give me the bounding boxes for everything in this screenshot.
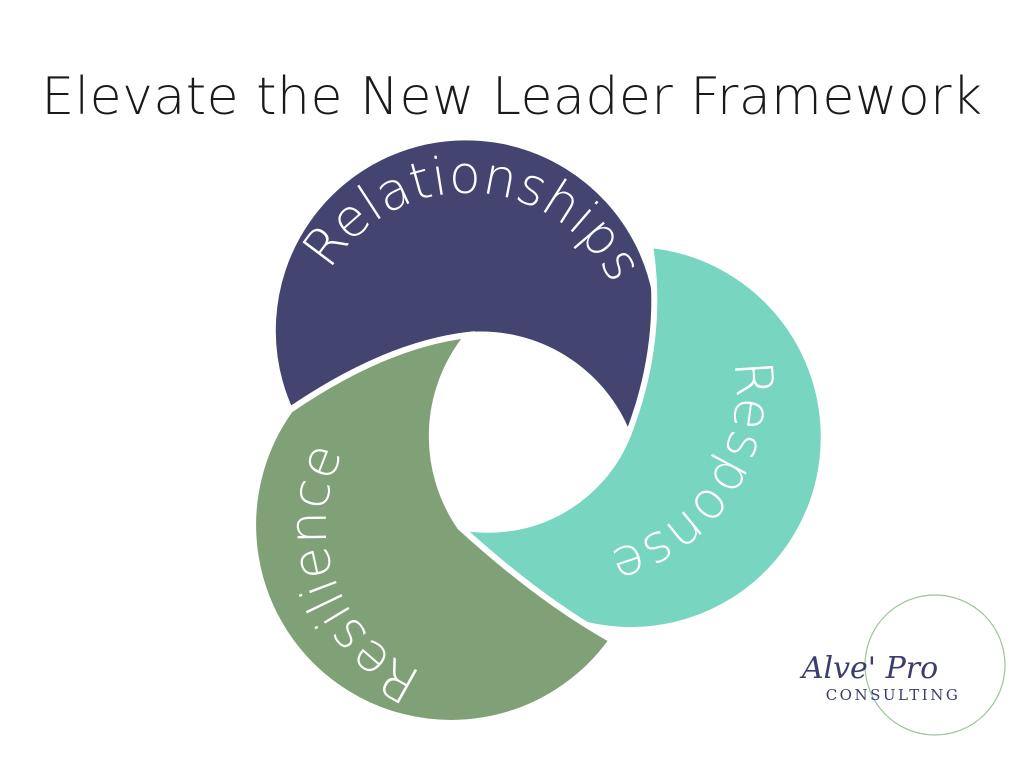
logo-subtitle: CONSULTING	[826, 686, 961, 704]
consulting-logo: Alve' Pro CONSULTING	[799, 594, 1006, 736]
resilience-segment	[250, 331, 617, 726]
relationships-segment	[269, 134, 662, 442]
logo-ring	[864, 594, 1006, 736]
logo-signature: Alve' Pro	[799, 651, 938, 686]
page-title: Elevate the New Leader Framework	[41, 67, 983, 127]
